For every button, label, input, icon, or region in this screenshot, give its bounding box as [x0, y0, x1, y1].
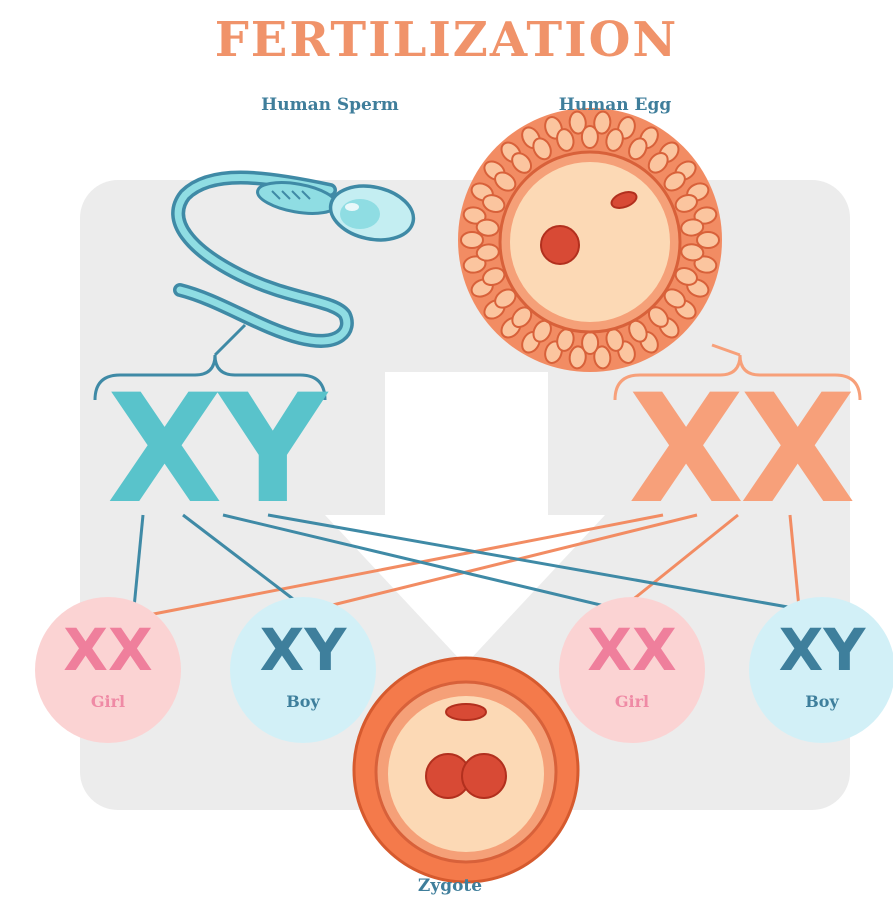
diagram-title: FERTILIZATION — [0, 12, 893, 68]
zygote-illustration — [354, 658, 578, 882]
outcome-label: Girl — [562, 692, 702, 711]
sperm-label: Human Sperm — [230, 95, 430, 115]
outcome-chromosomes: XY — [752, 620, 892, 680]
granulosa-cell — [697, 232, 719, 248]
egg-illustration — [458, 108, 722, 372]
zygote-label: Zygote — [350, 876, 550, 896]
egg-chromosomes: XX — [610, 370, 870, 530]
granulosa-cell — [461, 232, 483, 248]
outcome-chromosomes: XX — [38, 620, 178, 680]
granulosa-cell — [582, 332, 598, 354]
outcome-chromosomes: XY — [233, 620, 373, 680]
outcome-label: Boy — [752, 692, 892, 711]
outcome-label: Girl — [38, 692, 178, 711]
outcome-chromosomes: XX — [562, 620, 702, 680]
egg-label: Human Egg — [515, 95, 715, 115]
sperm-chromosomes: XY — [85, 370, 345, 530]
granulosa-cell — [582, 126, 598, 148]
outcome-label: Boy — [233, 692, 373, 711]
